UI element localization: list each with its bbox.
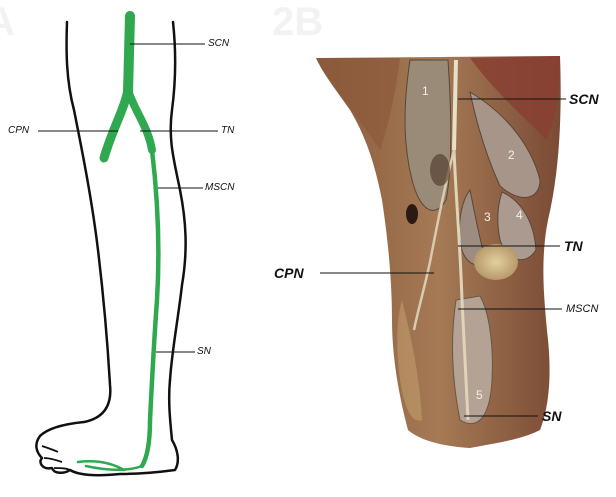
toe-lines — [42, 446, 70, 470]
nerve-cpn — [104, 90, 128, 158]
muscle-number-2: 2 — [508, 148, 515, 162]
label-tn-b: TN — [564, 238, 583, 254]
tissue-shadow — [430, 154, 450, 186]
label-mscn-a: MSCN — [205, 182, 234, 193]
label-scn-b: SCN — [569, 91, 599, 107]
nerve-scn — [128, 16, 130, 92]
nerve-tn — [128, 90, 152, 150]
sciatic-nerve-trunk-b — [454, 60, 456, 150]
muscle-5 — [453, 296, 493, 424]
label-cpn-b: CPN — [274, 265, 304, 281]
nerve-mscn — [142, 150, 158, 466]
label-sn-b: SN — [542, 408, 561, 424]
muscle-number-1: 1 — [422, 84, 429, 98]
leg-outline-front — [170, 22, 186, 380]
muscle-number-3: 3 — [484, 210, 491, 224]
label-scn-a: SCN — [208, 38, 229, 49]
muscle-number-5: 5 — [476, 388, 483, 402]
dissection-photo — [316, 56, 566, 448]
popliteal-fat — [474, 244, 518, 280]
label-mscn-b: MSCN — [566, 303, 598, 315]
leg-schematic — [36, 16, 218, 475]
nerve-sn-foot — [78, 461, 142, 470]
shadow-hole — [406, 204, 418, 224]
label-tn-a: TN — [221, 125, 234, 136]
muscle-number-4: 4 — [516, 208, 523, 222]
label-cpn-a: CPN — [8, 125, 29, 136]
label-sn-a: SN — [197, 346, 211, 357]
